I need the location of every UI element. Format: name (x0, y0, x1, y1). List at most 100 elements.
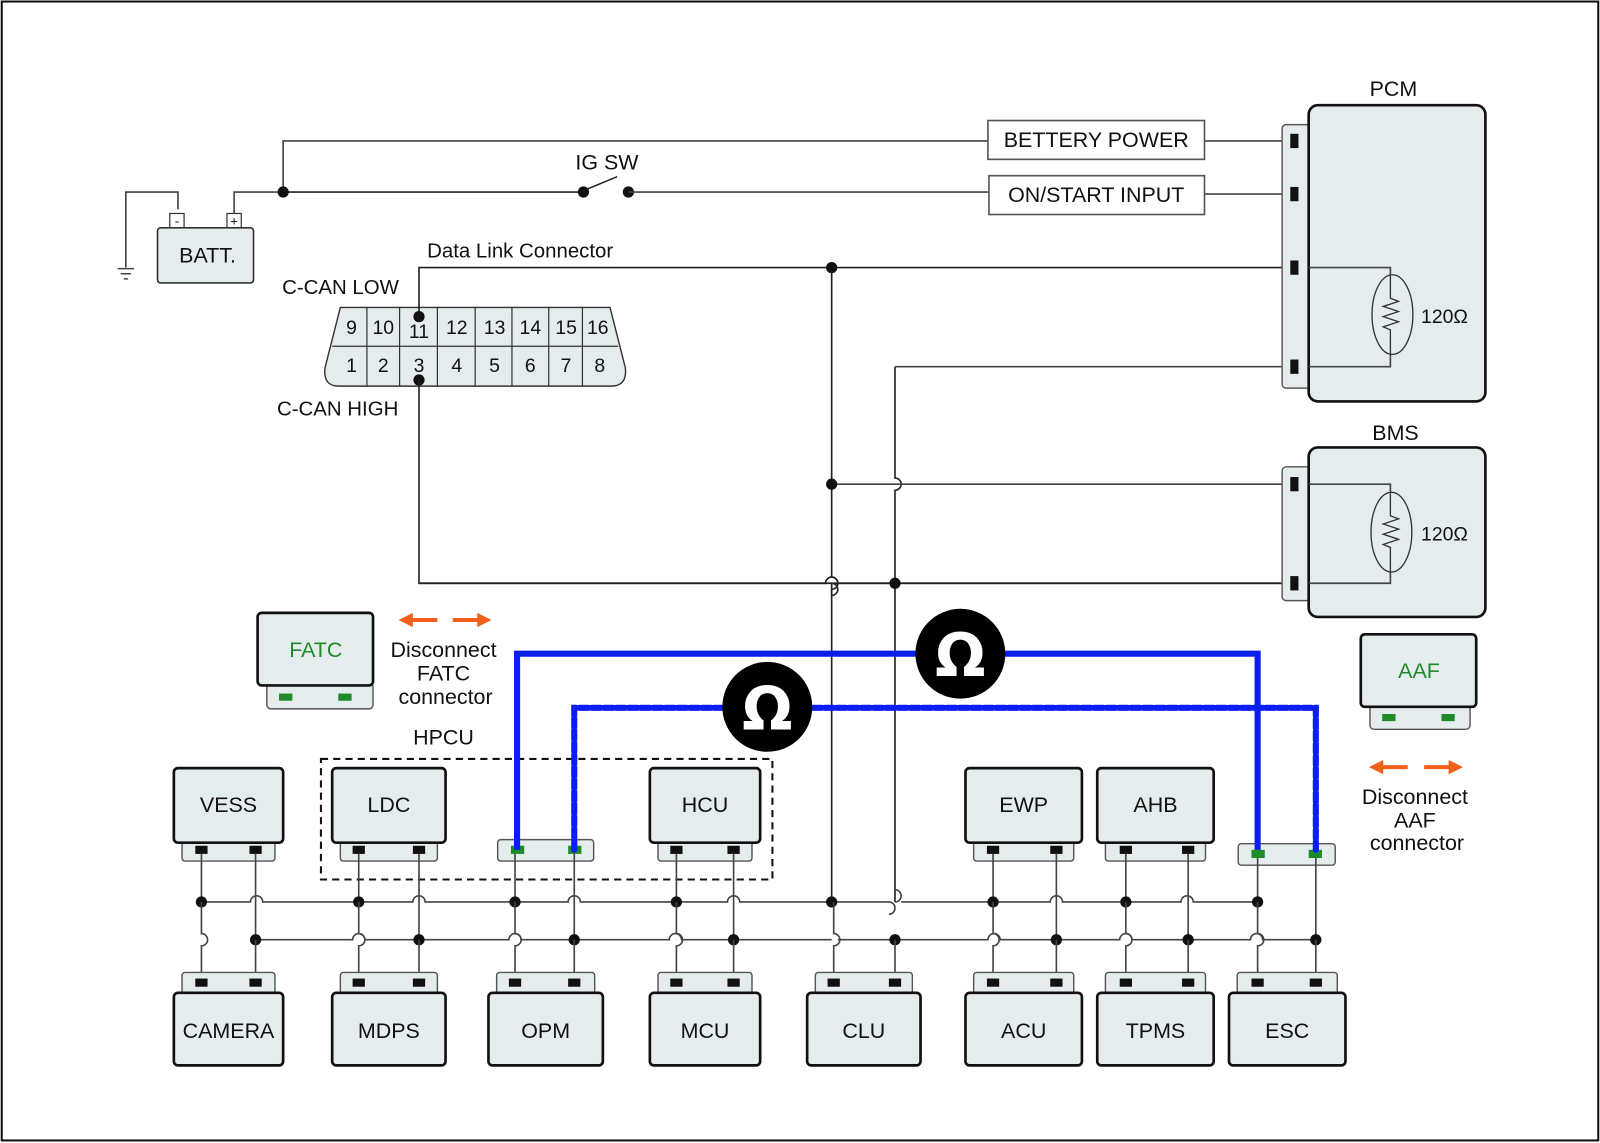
tpms-box[interactable] (1095, 991, 1216, 1067)
ohm-symbol: Ω (742, 674, 792, 743)
aaf-note-line3: connector (1370, 831, 1464, 855)
mdps-module[interactable]: MDPS (330, 971, 447, 1067)
measurement-wires: Ω Ω (513, 608, 1319, 853)
clu-box[interactable] (805, 991, 922, 1067)
esc-module[interactable]: ESC (1227, 971, 1347, 1067)
aaf-note-line1: Disconnect (1362, 785, 1468, 809)
acu-box[interactable] (964, 991, 1084, 1067)
c-can-high-label: C-CAN HIGH (277, 399, 398, 421)
tpms-module[interactable]: TPMS (1095, 971, 1216, 1067)
aaf-disconnect-note: Disconnect AAF connector (1362, 759, 1468, 855)
clu-module[interactable]: CLU (805, 971, 922, 1067)
measurement-wire-dashed (571, 704, 1319, 853)
acu-module[interactable]: ACU (964, 971, 1084, 1067)
can-backbone (419, 262, 1293, 902)
vess-module[interactable]: VESS (172, 766, 285, 862)
dlc-pin-10: 10 (372, 317, 394, 339)
disconnect-arrow-icon (398, 612, 492, 628)
ohm-symbol: Ω (935, 621, 985, 690)
camera-box[interactable] (172, 991, 285, 1067)
dlc-pin-2: 2 (378, 355, 389, 377)
hcu-label: HCU (682, 793, 728, 817)
battery: - + BATT. (156, 212, 255, 284)
bms-resistor-value: 120Ω (1421, 523, 1468, 545)
aaf-module[interactable]: AAF (1359, 632, 1478, 731)
acu-label: ACU (1001, 1019, 1046, 1043)
hcu-module[interactable]: HCU (648, 766, 762, 862)
ohmmeter-icon[interactable]: Ω (915, 608, 1006, 699)
dlc-pin-4: 4 (451, 355, 462, 377)
pcm-box (1307, 103, 1487, 403)
resistor-icon (1370, 491, 1413, 573)
pcm-label: PCM (1370, 77, 1418, 101)
mdps-box[interactable] (330, 991, 447, 1067)
battery-negative-sign: - (175, 214, 179, 229)
ewp-module[interactable]: EWP (964, 766, 1084, 862)
fatc-box[interactable] (256, 611, 375, 687)
battery-positive-sign: + (230, 214, 238, 229)
dlc-pin-3: 3 (414, 355, 425, 377)
fatc-module[interactable]: FATC (256, 611, 375, 710)
pcm-resistor-value: 120Ω (1421, 306, 1468, 328)
ahb-box[interactable] (1095, 766, 1216, 845)
clu-label: CLU (842, 1019, 885, 1043)
camera-label: CAMERA (183, 1019, 275, 1043)
on-start-labelbox (988, 174, 1206, 216)
dlc-pin-1: 1 (346, 355, 357, 377)
ahb-label: AHB (1133, 793, 1177, 817)
esc-test-connector[interactable] (1237, 843, 1336, 866)
dlc-pin-11: 11 (409, 321, 429, 343)
dlc-pin-13: 13 (484, 317, 506, 339)
ig-switch-label: IG SW (575, 151, 639, 175)
dlc-pin-6: 6 (525, 355, 536, 377)
pcm-module: PCM 120Ω (1281, 77, 1487, 403)
dlc-pin-14: 14 (520, 317, 542, 339)
aaf-label: AAF (1398, 659, 1440, 683)
vess-box[interactable] (172, 766, 285, 845)
aaf-box[interactable] (1359, 632, 1478, 709)
opm-box[interactable] (487, 991, 605, 1067)
battery-label: BATT. (179, 244, 236, 268)
tpms-label: TPMS (1126, 1019, 1186, 1043)
ldc-module[interactable]: LDC (330, 766, 447, 862)
dlc-pin-12: 12 (446, 317, 468, 339)
resistor-icon (1371, 274, 1414, 356)
ohmmeter-icon[interactable]: Ω (722, 661, 813, 752)
bms-module: BMS 120Ω (1281, 421, 1487, 619)
mcu-module[interactable]: MCU (648, 971, 762, 1067)
dlc-pin-7: 7 (561, 355, 572, 377)
hcu-box[interactable] (648, 766, 762, 845)
dlc-pin-8: 8 (594, 355, 605, 377)
hpcu-frame (319, 757, 774, 881)
fatc-note-line2: FATC (417, 661, 470, 685)
mcu-label: MCU (681, 1019, 730, 1043)
ewp-label: EWP (999, 793, 1048, 817)
bms-box (1307, 446, 1487, 619)
power-section: - + BATT. IG SW BETTERY POWER ON/START I… (117, 119, 1293, 284)
mcu-box[interactable] (648, 991, 762, 1067)
mdps-label: MDPS (358, 1019, 420, 1043)
hpcu-test-connector[interactable] (496, 838, 595, 862)
measurement-wire-solid (513, 650, 1261, 850)
disconnect-arrow-icon (1368, 759, 1463, 775)
on-start-input-label: ON/START INPUT (1008, 183, 1184, 207)
aaf-note-line2: AAF (1394, 808, 1436, 832)
fatc-note-line3: connector (398, 685, 492, 709)
data-link-connector: Data Link Connector C-CAN LOW C-CAN HIGH… (277, 240, 1293, 597)
battery-power-label: BETTERY POWER (1004, 128, 1189, 152)
ewp-box[interactable] (964, 766, 1084, 845)
ldc-box[interactable] (330, 766, 447, 845)
fatc-label: FATC (289, 638, 342, 662)
opm-module[interactable]: OPM (487, 971, 605, 1067)
camera-module[interactable]: CAMERA (172, 971, 285, 1067)
ahb-module[interactable]: AHB (1095, 766, 1216, 862)
bms-label: BMS (1372, 421, 1418, 445)
esc-box[interactable] (1227, 991, 1347, 1067)
hpcu-group: HPCU (319, 726, 774, 881)
ground-icon (117, 191, 179, 280)
battery-body (156, 226, 255, 284)
fatc-disconnect-note: Disconnect FATC connector (390, 612, 497, 709)
dlc-pin-9: 9 (346, 317, 357, 339)
dlc-title: Data Link Connector (427, 240, 613, 262)
